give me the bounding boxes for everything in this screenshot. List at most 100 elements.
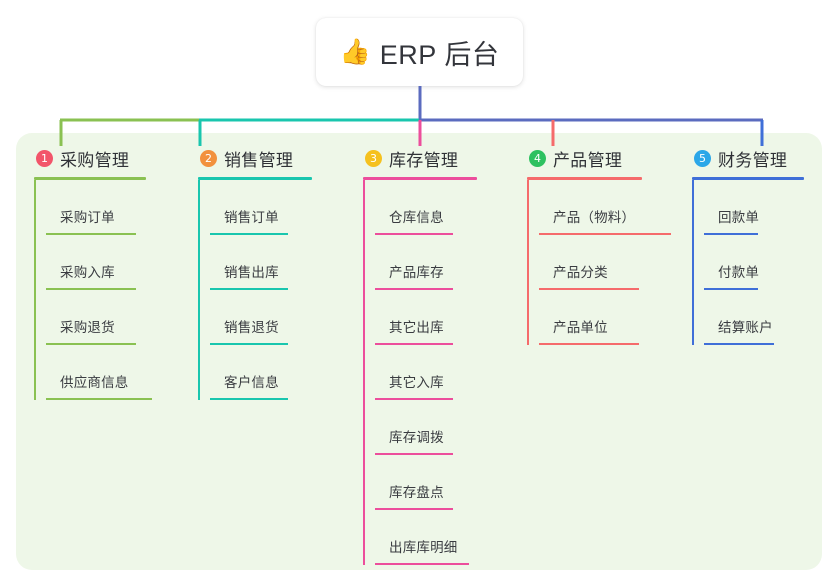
leaf-item-underline xyxy=(375,233,453,235)
leaf-list: 销售订单销售出库销售退货客户信息 xyxy=(198,180,312,400)
leaf-item-label: 销售退货 xyxy=(224,320,279,335)
branch-title: 库存管理 xyxy=(389,150,459,170)
branch-underline xyxy=(34,177,146,180)
leaf-item[interactable]: 采购入库 xyxy=(46,235,146,290)
leaf-item-underline xyxy=(375,453,453,455)
branch-number-badge: 1 xyxy=(36,149,53,167)
leaf-item-label: 产品（物料） xyxy=(553,210,636,225)
leaf-item[interactable]: 库存盘点 xyxy=(375,455,477,510)
branch-header-3[interactable]: 3 库存管理 xyxy=(363,146,477,170)
leaf-list: 仓库信息产品库存其它出库其它入库库存调拨库存盘点出库库明细 xyxy=(363,180,477,565)
branch-panel xyxy=(16,133,822,570)
leaf-item-label: 产品单位 xyxy=(553,320,608,335)
leaf-item[interactable]: 产品分类 xyxy=(539,235,642,290)
leaf-item[interactable]: 出库库明细 xyxy=(375,510,477,565)
leaf-item-label: 结算账户 xyxy=(718,320,773,335)
leaf-item[interactable]: 其它出库 xyxy=(375,290,477,345)
leaf-item-underline xyxy=(46,398,152,400)
branch-column-销售管理: 2 销售管理销售订单销售出库销售退货客户信息 xyxy=(198,146,312,400)
leaf-item-label: 回款单 xyxy=(718,210,760,225)
leaf-item-underline xyxy=(375,508,453,510)
leaf-trunk-line xyxy=(692,180,694,345)
leaf-item[interactable]: 其它入库 xyxy=(375,345,477,400)
leaf-item[interactable]: 产品库存 xyxy=(375,235,477,290)
leaf-trunk-line xyxy=(527,180,529,345)
leaf-item-underline xyxy=(210,343,288,345)
leaf-item-label: 付款单 xyxy=(718,265,760,280)
branch-number-badge: 4 xyxy=(529,149,546,167)
leaf-item-underline xyxy=(375,288,453,290)
leaf-item-label: 采购订单 xyxy=(60,210,115,225)
leaf-item-underline xyxy=(704,288,758,290)
leaf-item-label: 库存盘点 xyxy=(389,485,444,500)
leaf-item[interactable]: 客户信息 xyxy=(210,345,312,400)
leaf-item-label: 客户信息 xyxy=(224,375,279,390)
leaf-trunk-line xyxy=(198,180,200,400)
branch-column-库存管理: 3 库存管理仓库信息产品库存其它出库其它入库库存调拨库存盘点出库库明细 xyxy=(363,146,477,565)
leaf-item[interactable]: 付款单 xyxy=(704,235,804,290)
leaf-item-underline xyxy=(539,288,639,290)
branch-underline xyxy=(363,177,477,180)
leaf-item[interactable]: 销售出库 xyxy=(210,235,312,290)
leaf-item-underline xyxy=(46,233,136,235)
leaf-item-label: 其它出库 xyxy=(389,320,444,335)
leaf-item-underline xyxy=(539,233,671,235)
leaf-item[interactable]: 仓库信息 xyxy=(375,180,477,235)
leaf-item-underline xyxy=(704,343,774,345)
leaf-item-label: 采购入库 xyxy=(60,265,115,280)
leaf-item[interactable]: 结算账户 xyxy=(704,290,804,345)
leaf-item-label: 销售出库 xyxy=(224,265,279,280)
leaf-item-label: 供应商信息 xyxy=(60,375,129,390)
branch-title: 采购管理 xyxy=(60,150,130,170)
leaf-item-label: 采购退货 xyxy=(60,320,115,335)
leaf-item-underline xyxy=(46,343,136,345)
leaf-item-label: 仓库信息 xyxy=(389,210,444,225)
branch-header-1[interactable]: 1 采购管理 xyxy=(34,146,146,170)
leaf-item[interactable]: 产品单位 xyxy=(539,290,642,345)
leaf-item-underline xyxy=(375,563,469,565)
leaf-item-label: 产品分类 xyxy=(553,265,608,280)
branch-underline xyxy=(527,177,642,180)
branch-title: 财务管理 xyxy=(718,150,788,170)
leaf-item[interactable]: 回款单 xyxy=(704,180,804,235)
branch-column-产品管理: 4 产品管理产品（物料） 产品分类产品单位 xyxy=(527,146,671,345)
leaf-item-label: 销售订单 xyxy=(224,210,279,225)
leaf-item-label: 库存调拨 xyxy=(389,430,444,445)
leaf-list: 回款单付款单结算账户 xyxy=(692,180,804,345)
branch-column-采购管理: 1 采购管理采购订单采购入库采购退货供应商信息 xyxy=(34,146,152,400)
leaf-item[interactable]: 产品（物料） xyxy=(539,180,671,235)
leaf-item[interactable]: 采购退货 xyxy=(46,290,146,345)
branch-underline xyxy=(198,177,312,180)
branch-title: 产品管理 xyxy=(553,150,623,170)
leaf-item[interactable]: 供应商信息 xyxy=(46,345,152,400)
leaf-item[interactable]: 销售订单 xyxy=(210,180,312,235)
branch-number-badge: 3 xyxy=(365,149,382,167)
leaf-item[interactable]: 库存调拨 xyxy=(375,400,477,455)
leaf-item-underline xyxy=(210,288,288,290)
leaf-item[interactable]: 采购订单 xyxy=(46,180,146,235)
leaf-list: 产品（物料） 产品分类产品单位 xyxy=(527,180,671,345)
branch-title: 销售管理 xyxy=(224,150,294,170)
branch-column-财务管理: 5 财务管理回款单付款单结算账户 xyxy=(692,146,804,345)
leaf-item-label: 产品库存 xyxy=(389,265,444,280)
branch-underline xyxy=(692,177,804,180)
root-node-title: ERP 后台 xyxy=(379,39,500,70)
branch-header-5[interactable]: 5 财务管理 xyxy=(692,146,804,170)
leaf-item-underline xyxy=(375,398,453,400)
leaf-item-underline xyxy=(704,233,758,235)
leaf-item-underline xyxy=(46,288,136,290)
leaf-item[interactable]: 销售退货 xyxy=(210,290,312,345)
leaf-item-underline xyxy=(375,343,453,345)
branch-header-2[interactable]: 2 销售管理 xyxy=(198,146,312,170)
leaf-item-underline xyxy=(210,233,288,235)
leaf-list: 采购订单采购入库采购退货供应商信息 xyxy=(34,180,152,400)
leaf-item-label: 出库库明细 xyxy=(389,540,458,555)
leaf-trunk-line xyxy=(363,180,365,565)
leaf-trunk-line xyxy=(34,180,36,400)
leaf-item-underline xyxy=(210,398,288,400)
branch-number-badge: 2 xyxy=(200,149,217,167)
branch-number-badge: 5 xyxy=(694,149,711,167)
branch-header-4[interactable]: 4 产品管理 xyxy=(527,146,642,170)
root-node-erp-backend[interactable]: 👍 ERP 后台 xyxy=(316,18,523,86)
